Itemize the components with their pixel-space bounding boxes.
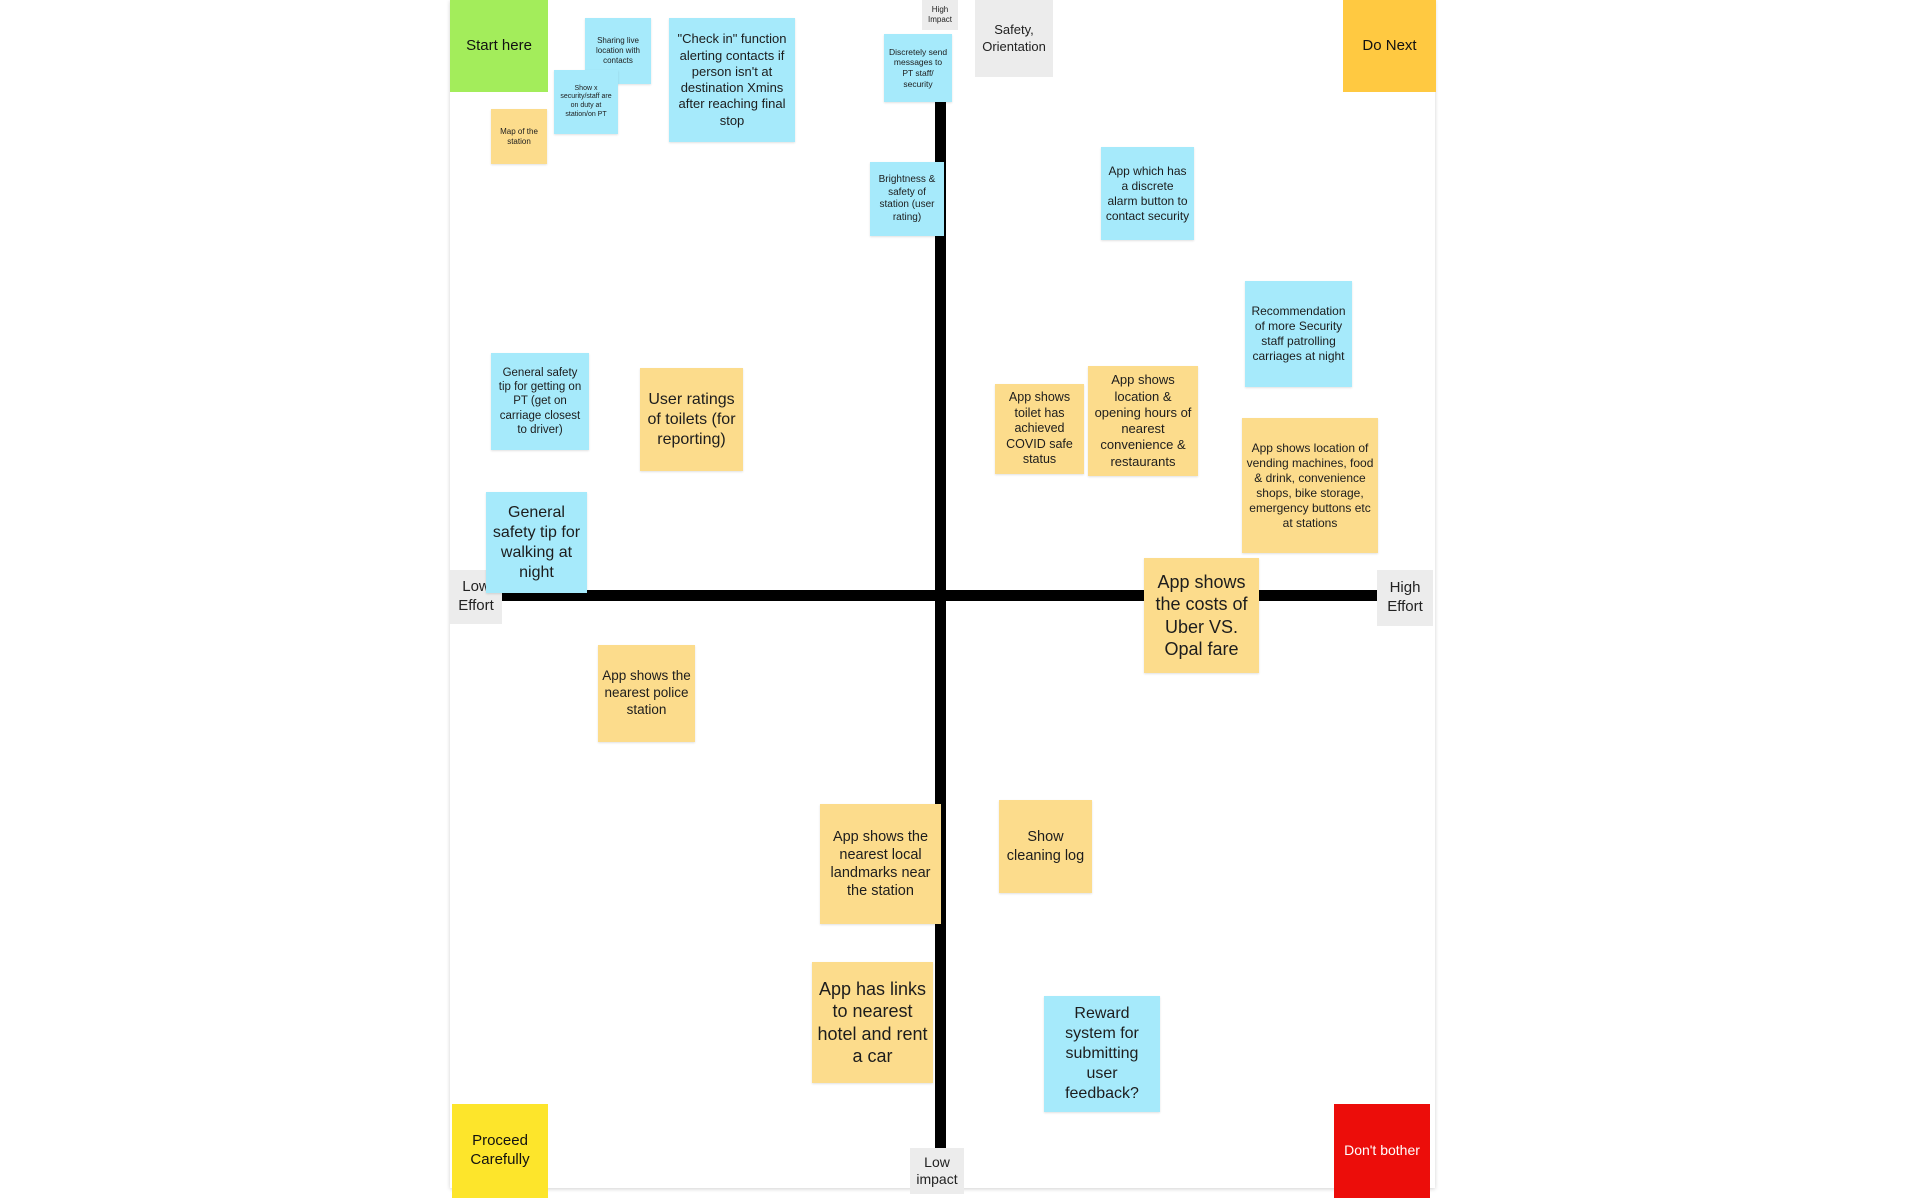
note-uber-vs-opal[interactable]: App shows the costs of Uber VS. Opal far…	[1144, 558, 1259, 673]
note-sharing-live-location[interactable]: Sharing live location with contacts	[585, 18, 651, 84]
label-low-impact: Low impact	[910, 1148, 964, 1194]
note-user-ratings-toilets[interactable]: User ratings of toilets (for reporting)	[640, 368, 743, 471]
note-map-of-station[interactable]: Map of the station	[491, 109, 547, 164]
label-high-effort: High Effort	[1377, 570, 1433, 626]
corner-dont-bother[interactable]: Don't bother	[1334, 1104, 1430, 1198]
note-covid-safe-toilet[interactable]: App shows toilet has achieved COVID safe…	[995, 384, 1084, 474]
note-discrete-alarm-button[interactable]: App which has a discrete alarm button to…	[1101, 147, 1194, 240]
note-nearest-police-station[interactable]: App shows the nearest police station	[598, 645, 695, 742]
note-convenience-restaurants[interactable]: App shows location & opening hours of ne…	[1088, 366, 1198, 476]
label-category: Safety, Orientation	[975, 0, 1053, 77]
note-security-staff-on-duty[interactable]: Show x security/staff are on duty at sta…	[554, 70, 618, 134]
corner-proceed-carefully[interactable]: Proceed Carefully	[452, 1104, 548, 1198]
note-vending-machines[interactable]: App shows location of vending machines, …	[1242, 418, 1378, 553]
impact-axis	[935, 100, 946, 1148]
corner-do-next[interactable]: Do Next	[1343, 0, 1436, 92]
label-high-impact: High Impact	[922, 0, 958, 30]
note-check-in-function[interactable]: "Check in" function alerting contacts if…	[669, 18, 795, 142]
note-reward-system[interactable]: Reward system for submitting user feedba…	[1044, 996, 1160, 1112]
note-nearest-landmarks[interactable]: App shows the nearest local landmarks ne…	[820, 804, 941, 924]
prioritization-board: Start here Do Next Proceed Carefully Don…	[450, 0, 1436, 1198]
note-cleaning-log[interactable]: Show cleaning log	[999, 800, 1092, 893]
note-more-security-staff[interactable]: Recommendation of more Security staff pa…	[1245, 281, 1352, 387]
note-safety-tip-pt[interactable]: General safety tip for getting on PT (ge…	[491, 353, 589, 450]
note-brightness-safety[interactable]: Brightness & safety of station (user rat…	[870, 162, 944, 236]
note-discretely-send-messages[interactable]: Discretely send messages to PT staff/ se…	[884, 34, 952, 102]
corner-start-here[interactable]: Start here	[450, 0, 548, 92]
note-safety-tip-night[interactable]: General safety tip for walking at night	[486, 492, 587, 593]
note-hotel-rent-car[interactable]: App has links to nearest hotel and rent …	[812, 962, 933, 1083]
